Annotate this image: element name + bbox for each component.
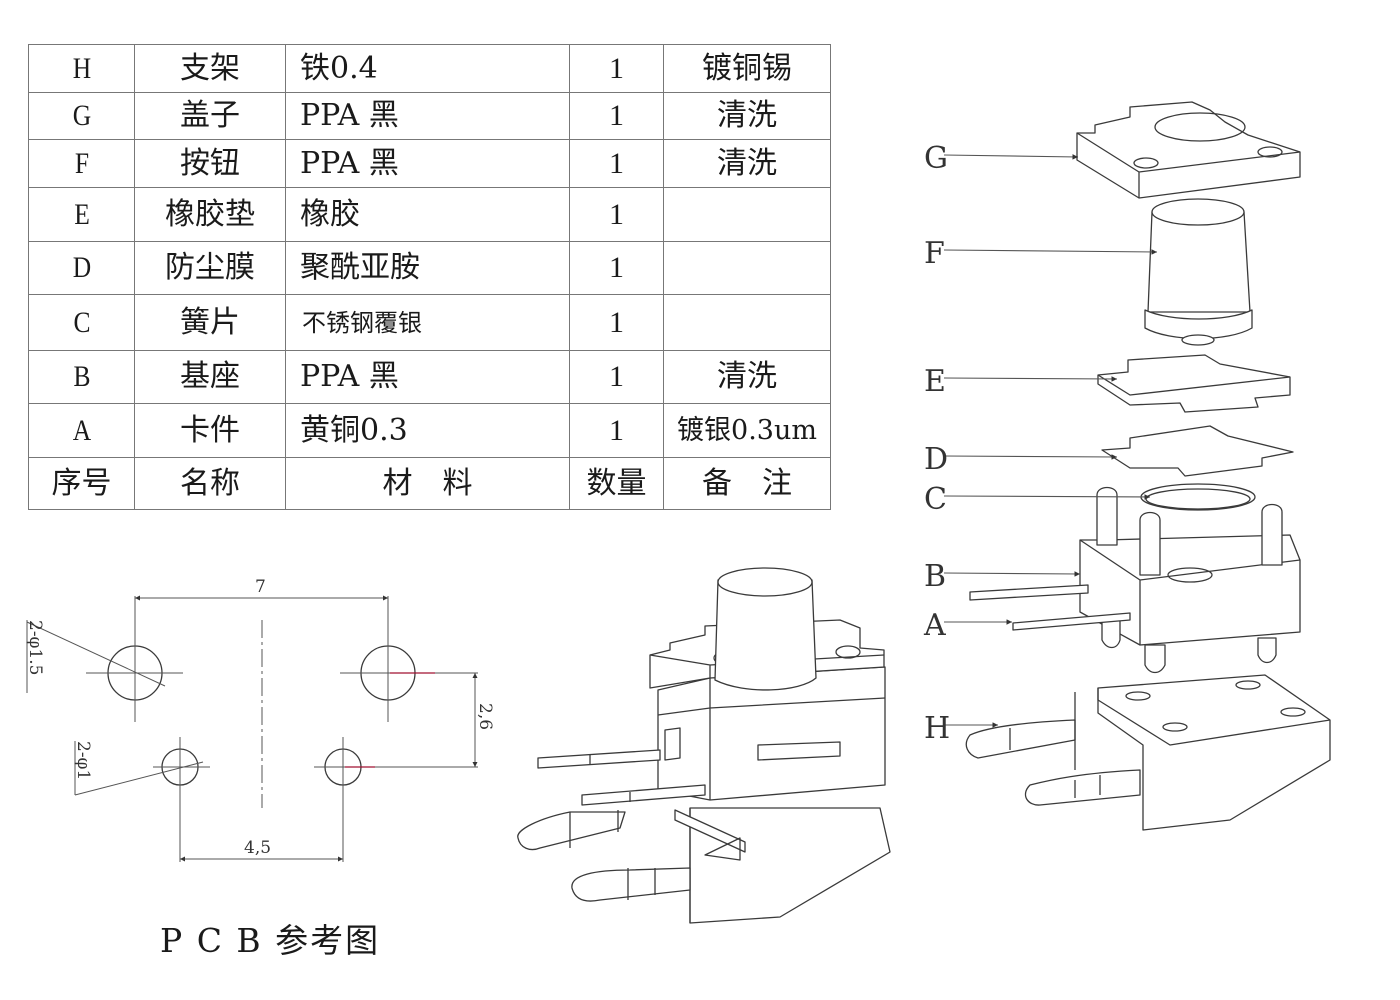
part-name: 基座 bbox=[134, 350, 286, 404]
part-a-terminals bbox=[969, 584, 1131, 631]
callout-g: G bbox=[924, 141, 948, 176]
header-code: 序号 bbox=[28, 457, 135, 510]
dim-width-large: 7 bbox=[255, 577, 266, 597]
part-material: 橡胶 bbox=[285, 187, 570, 242]
callout-c: C bbox=[924, 482, 947, 517]
callout-b: B bbox=[924, 559, 946, 594]
part-note bbox=[663, 187, 831, 242]
part-e-rubber-pad bbox=[1097, 354, 1291, 413]
part-b-base bbox=[1079, 486, 1301, 674]
part-name: 按钮 bbox=[134, 139, 286, 188]
part-material: 黄铜0.3 bbox=[285, 403, 570, 458]
callout-h: H bbox=[924, 711, 950, 746]
table-header-row: 序号 名称 材 料 数量 备 注 bbox=[28, 457, 831, 510]
part-name: 簧片 bbox=[134, 294, 286, 351]
part-g-cover bbox=[1076, 101, 1301, 199]
pcb-footprint-drawing: 7 4,5 2,6 2-φ1.5 2-φ1 bbox=[25, 577, 495, 862]
part-qty: 1 bbox=[569, 92, 664, 140]
part-code: G bbox=[36, 92, 127, 140]
part-qty: 1 bbox=[569, 187, 664, 242]
part-note bbox=[663, 241, 831, 295]
part-name: 盖子 bbox=[134, 92, 286, 140]
callout-f: F bbox=[924, 236, 945, 271]
part-name: 橡胶垫 bbox=[134, 187, 286, 242]
part-code: E bbox=[36, 187, 127, 242]
part-qty: 1 bbox=[569, 241, 664, 295]
part-name: 支架 bbox=[134, 44, 286, 93]
part-c-dome bbox=[1140, 483, 1256, 511]
label-large-holes: 2-φ1.5 bbox=[25, 620, 45, 676]
header-qty: 数量 bbox=[569, 457, 664, 510]
part-f-button bbox=[1144, 198, 1253, 346]
part-code: D bbox=[36, 241, 127, 295]
table-row: G 盖子 PPA 黑 1 清洗 bbox=[29, 92, 831, 140]
pcb-reference-caption: P C B 参考图 bbox=[160, 921, 381, 960]
header-material: 材 料 bbox=[285, 457, 570, 510]
label-small-holes: 2-φ1 bbox=[73, 741, 93, 780]
bill-of-materials-table: H 支架 铁0.4 1 镀铜锡 G 盖子 PPA 黑 1 清洗 F 按钮 PPA… bbox=[28, 44, 831, 510]
table-row: C 簧片 不锈钢覆银 1 bbox=[29, 294, 831, 351]
header-name: 名称 bbox=[134, 457, 286, 510]
table-row: A 卡件 黄铜0.3 1 镀银0.3um bbox=[29, 403, 831, 458]
part-note: 镀银0.3um bbox=[663, 403, 831, 458]
table-row: E 橡胶垫 橡胶 1 bbox=[29, 187, 831, 242]
dim-width-small: 4,5 bbox=[244, 838, 271, 858]
part-code: A bbox=[36, 403, 127, 458]
part-material: PPA 黑 bbox=[285, 350, 570, 404]
callout-d: D bbox=[924, 442, 948, 477]
dim-height: 2,6 bbox=[475, 703, 495, 730]
part-note: 清洗 bbox=[663, 92, 831, 140]
part-material: 不锈钢覆银 bbox=[285, 294, 570, 351]
part-material: 铁0.4 bbox=[285, 44, 570, 93]
part-note: 清洗 bbox=[663, 139, 831, 188]
part-code: C bbox=[36, 294, 127, 351]
part-note: 清洗 bbox=[663, 350, 831, 404]
exploded-view-drawing: G F E D C B A H bbox=[923, 101, 1331, 831]
part-qty: 1 bbox=[569, 139, 664, 188]
callout-e: E bbox=[924, 364, 946, 399]
part-d-dust-film bbox=[1101, 425, 1294, 477]
part-note bbox=[663, 294, 831, 351]
part-qty: 1 bbox=[569, 403, 664, 458]
table-row: B 基座 PPA 黑 1 清洗 bbox=[29, 350, 831, 404]
part-h-bracket bbox=[965, 674, 1331, 831]
callout-a: A bbox=[923, 608, 946, 643]
assembled-switch-drawing bbox=[517, 567, 891, 924]
header-note: 备 注 bbox=[663, 457, 831, 510]
part-name: 卡件 bbox=[134, 403, 286, 458]
